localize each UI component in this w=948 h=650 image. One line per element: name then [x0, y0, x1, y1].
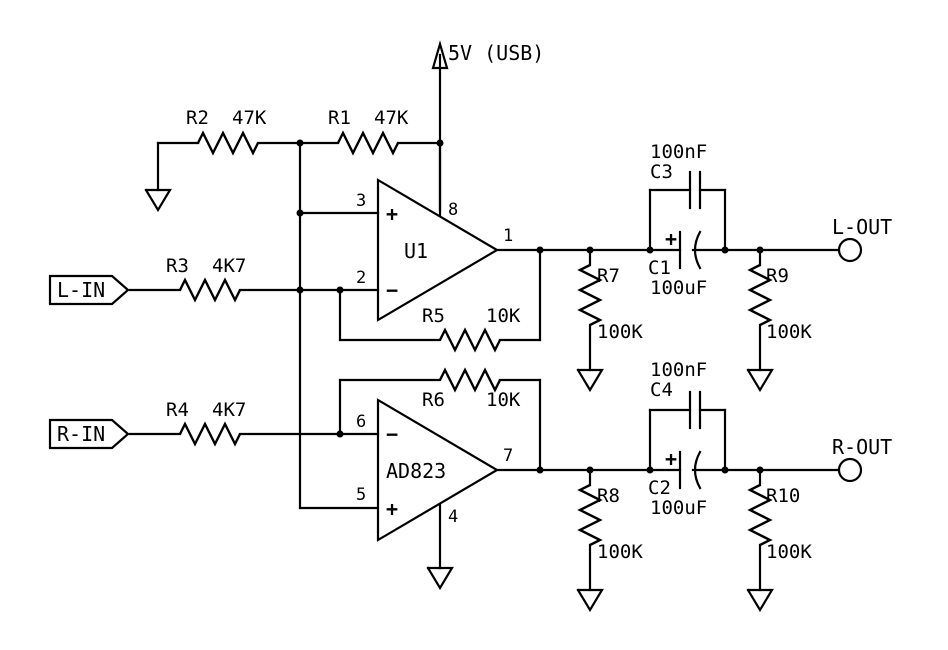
r10-value: 100K	[766, 541, 812, 563]
c3-ref: C3	[650, 161, 673, 183]
opamp-top: + − U1 3 2 8 1 R3 4K7	[128, 141, 592, 322]
u1b-minus: −	[386, 422, 398, 446]
opamp-ref: U1	[404, 239, 428, 263]
r4-value: 4K7	[212, 399, 246, 421]
pin-2: 2	[356, 268, 366, 288]
r6-ref: R6	[422, 389, 445, 411]
r1-value: 47K	[374, 107, 409, 129]
output-terminal-icon	[837, 457, 863, 483]
r6-value: 10K	[486, 389, 521, 411]
u1a-minus: −	[386, 278, 398, 302]
ground-icon	[576, 368, 604, 393]
c4-value: 100nF	[650, 359, 707, 381]
bias-divider: R2 47K R1 47K	[144, 107, 444, 213]
resistor-r1	[336, 130, 400, 156]
resistor-r2	[196, 130, 260, 156]
resistor-r9	[747, 263, 773, 327]
ground-icon	[576, 588, 604, 613]
power-arrow-icon	[431, 40, 449, 70]
pin-8: 8	[448, 200, 458, 220]
r2-value: 47K	[232, 107, 267, 129]
resistor-r5	[438, 327, 502, 353]
r7-ref: R7	[597, 265, 620, 287]
r3-ref: R3	[166, 255, 189, 277]
r5-ref: R5	[422, 305, 445, 327]
power-rail: 5V (USB)	[431, 40, 544, 212]
resistor-r4	[178, 421, 242, 447]
ground-icon	[746, 368, 774, 393]
r8-ref: R8	[597, 485, 620, 507]
ground-icon	[746, 588, 774, 613]
output-bottom: R8 100K + C2 100uF 100nF C4 R10 100K R-O…	[576, 359, 892, 613]
resistor-r10	[747, 483, 773, 547]
c1-ref: C1	[648, 257, 671, 279]
opamp-bottom: − + AD823 6 5 4 7 R4 4K7	[128, 398, 592, 591]
c2-ref: C2	[648, 477, 671, 499]
pin-1: 1	[503, 226, 513, 246]
resistor-r8	[577, 483, 603, 547]
u1b-plus: +	[386, 497, 398, 521]
resistor-r6	[438, 367, 502, 393]
r10-ref: R10	[766, 485, 800, 507]
r1-ref: R1	[328, 107, 351, 129]
port-r-in: R-IN	[48, 418, 130, 450]
c4-ref: C4	[650, 379, 673, 401]
ground-icon	[426, 566, 454, 591]
l-in-label: L-IN	[57, 278, 105, 302]
power-label: 5V (USB)	[448, 41, 544, 65]
r3-value: 4K7	[212, 255, 246, 277]
r-in-label: R-IN	[57, 422, 105, 446]
l-out-label: L-OUT	[832, 215, 892, 239]
feedback-r6: R6 10K	[338, 367, 544, 474]
pin-4: 4	[448, 507, 458, 527]
opamp-part: AD823	[386, 459, 446, 483]
ground-icon	[144, 188, 172, 213]
output-terminal-icon	[837, 237, 863, 263]
output-top: R7 100K + C1 100uF 100nF C3 R9 100K L-OU…	[576, 141, 892, 393]
resistor-r3	[178, 277, 242, 303]
pin-3: 3	[356, 191, 366, 211]
r4-ref: R4	[166, 399, 189, 421]
r2-ref: R2	[186, 107, 209, 129]
r9-value: 100K	[766, 321, 812, 343]
pin-7: 7	[503, 446, 513, 466]
pin-6: 6	[356, 412, 366, 432]
c2-polarity: +	[665, 447, 677, 471]
u1a-plus: +	[386, 202, 398, 226]
pin-5: 5	[356, 485, 366, 505]
r7-value: 100K	[597, 321, 643, 343]
c1-polarity: +	[665, 227, 677, 251]
r8-value: 100K	[597, 541, 643, 563]
r9-ref: R9	[766, 265, 789, 287]
r5-value: 10K	[486, 305, 521, 327]
feedback-r5: R5 10K	[336, 246, 544, 353]
c1-value: 100uF	[650, 277, 707, 299]
resistor-r7	[577, 263, 603, 327]
r-out-label: R-OUT	[832, 435, 892, 459]
c2-value: 100uF	[650, 497, 707, 519]
port-l-in: L-IN	[48, 274, 130, 306]
c3-value: 100nF	[650, 141, 707, 163]
